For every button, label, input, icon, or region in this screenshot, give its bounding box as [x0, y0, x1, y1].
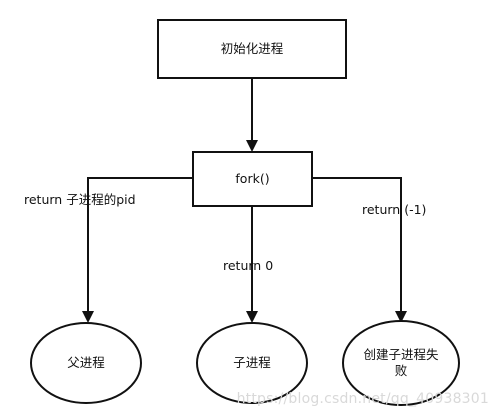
edge-label-parent: return 子进程的pid [24, 192, 136, 207]
fork-label: fork() [235, 171, 270, 187]
edge-label-child: return 0 [223, 258, 274, 273]
fork-to-fail-arrow [312, 177, 407, 323]
child-process-ellipse [196, 322, 308, 404]
fail-process-ellipse [342, 320, 460, 406]
child-process-label: 子进程 [233, 355, 271, 371]
fork-to-parent-arrow [82, 177, 193, 323]
watermark: https://blog.csdn.net/qq_40938301 [236, 391, 489, 407]
parent-process-ellipse [30, 322, 142, 404]
init-process-label: 初始化进程 [220, 41, 284, 57]
fail-process-label: 创建子进程失 败 [363, 347, 439, 378]
init-process-box [157, 19, 347, 79]
parent-process-label: 父进程 [67, 355, 105, 371]
fork-box [192, 151, 313, 207]
edge-label-fail: return (-1) [362, 202, 427, 217]
